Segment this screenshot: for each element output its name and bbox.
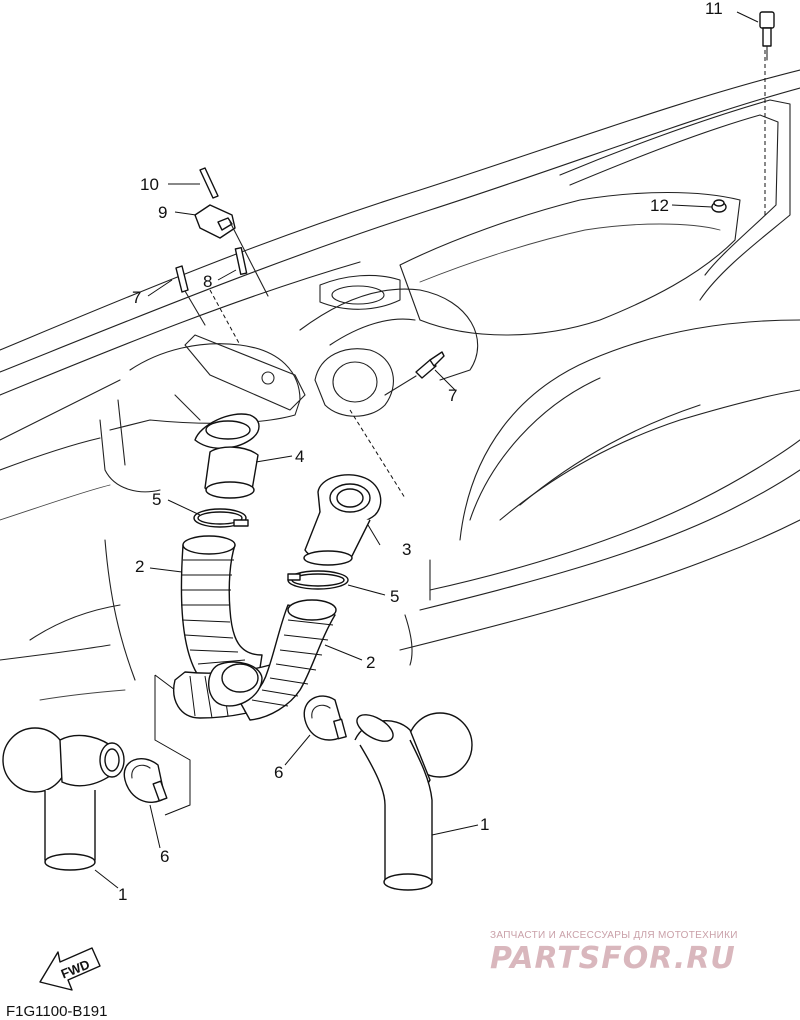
watermark-tagline: ЗАПЧАСТИ И АКСЕССУАРЫ ДЛЯ МОТОТЕХНИКИ xyxy=(490,930,738,941)
part-11-sensor xyxy=(759,11,775,61)
part-6-clip-left xyxy=(123,757,168,803)
part-1-pipe-right xyxy=(354,712,473,891)
callout-10: 10 xyxy=(140,175,159,194)
part-2-hose-right xyxy=(208,599,337,721)
callout-labels: 11 12 10 9 8 7 7 4 5 3 2 5 2 6 1 6 1 xyxy=(118,0,723,904)
leader-lines xyxy=(94,11,759,889)
callout-5-lower: 5 xyxy=(390,587,399,606)
part-1-pipe-left xyxy=(2,727,125,871)
part-6-clip-right xyxy=(303,695,347,741)
part-9-bracket xyxy=(194,204,269,297)
part-5-clamp-upper xyxy=(193,508,249,528)
callout-2-right: 2 xyxy=(366,653,375,672)
part-10-pin xyxy=(199,167,219,199)
hull-outline xyxy=(0,69,800,701)
callout-2-left: 2 xyxy=(135,557,144,576)
callout-7-left: 7 xyxy=(132,288,141,307)
part-12-grommet xyxy=(711,199,727,213)
callout-1-left: 1 xyxy=(118,885,127,904)
callout-7-right: 7 xyxy=(448,386,457,405)
part-5-clamp-lower xyxy=(287,570,349,590)
diagram-code: F1G1100-B191 xyxy=(6,1003,107,1020)
callout-6-left: 6 xyxy=(160,847,169,866)
callout-3: 3 xyxy=(402,540,411,559)
guide-lines xyxy=(154,50,766,816)
callout-8: 8 xyxy=(203,272,212,291)
callout-5-upper: 5 xyxy=(152,490,161,509)
watermark: ЗАПЧАСТИ И АКСЕССУАРЫ ДЛЯ МОТОТЕХНИКИ PA… xyxy=(490,930,738,976)
part-7-screw-left xyxy=(175,265,206,326)
part-3-duct xyxy=(303,474,382,566)
part-8-bolt xyxy=(234,246,248,276)
watermark-brand: PARTSFOR.RU xyxy=(490,941,736,976)
callout-11: 11 xyxy=(705,0,723,18)
fwd-arrow: FWD xyxy=(39,947,101,991)
callout-4: 4 xyxy=(295,447,304,466)
callout-6-right: 6 xyxy=(274,763,283,782)
callout-9: 9 xyxy=(158,203,167,222)
part-4-duct xyxy=(174,394,260,499)
callout-1-right: 1 xyxy=(480,815,489,834)
part-7-screw-right xyxy=(384,351,445,396)
callout-12: 12 xyxy=(650,196,669,215)
